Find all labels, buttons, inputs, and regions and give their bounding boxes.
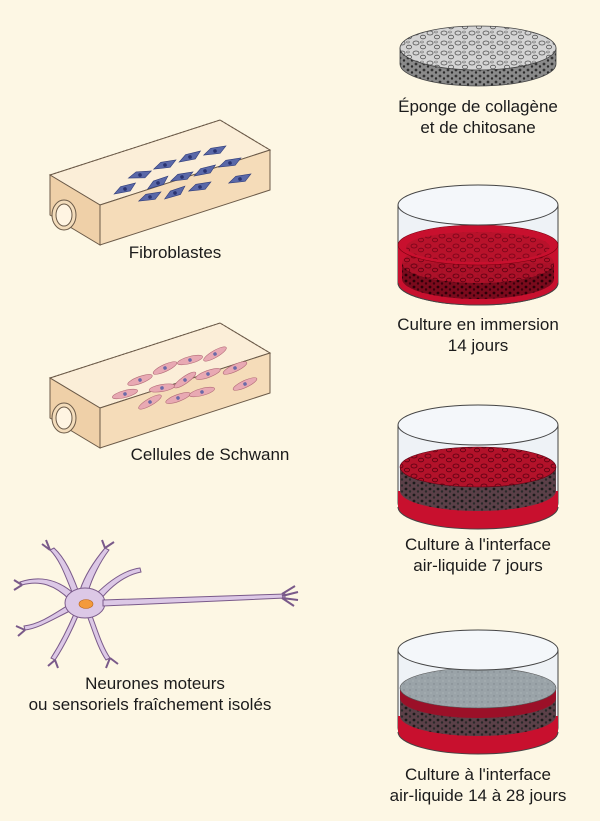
immersion-label-line2: 14 jours bbox=[447, 336, 509, 355]
interface7-label-line1: Culture à l'interface bbox=[405, 535, 551, 554]
neuron-label-line2: ou sensoriels fraîchement isolés bbox=[28, 695, 272, 714]
neuron bbox=[10, 539, 310, 670]
schwann-flask bbox=[40, 318, 280, 449]
neuron-label-line1: Neurones moteurs bbox=[85, 674, 225, 693]
dish-interface-28 bbox=[396, 628, 560, 755]
immersion-label-line1: Culture en immersion bbox=[397, 315, 559, 334]
sponge-disc bbox=[398, 20, 558, 87]
fibroblast-label: Fibroblastes bbox=[128, 243, 222, 262]
sponge-label-line2: et de chitosane bbox=[420, 118, 536, 137]
interface7-label-line2: air-liquide 7 jours bbox=[413, 556, 543, 575]
neuron-icon bbox=[13, 539, 299, 669]
dish-immersion bbox=[396, 183, 560, 309]
petri-dish-icon bbox=[397, 184, 559, 306]
interface28-label-line2: air-liquide 14 à 28 jours bbox=[389, 786, 567, 805]
schwann-label: Cellules de Schwann bbox=[130, 445, 290, 464]
petri-dish-icon bbox=[397, 404, 559, 530]
fibroblast-flask bbox=[40, 115, 280, 246]
sponge-disc-icon bbox=[399, 25, 557, 87]
sponge-label-line1: Éponge de collagène bbox=[398, 97, 558, 116]
culture-flask-icon bbox=[48, 322, 272, 449]
petri-dish-icon bbox=[397, 629, 559, 755]
dish-interface-7 bbox=[396, 403, 560, 530]
nucleus bbox=[78, 599, 94, 609]
interface28-label-line1: Culture à l'interface bbox=[405, 765, 551, 784]
culture-flask-icon bbox=[48, 119, 272, 246]
